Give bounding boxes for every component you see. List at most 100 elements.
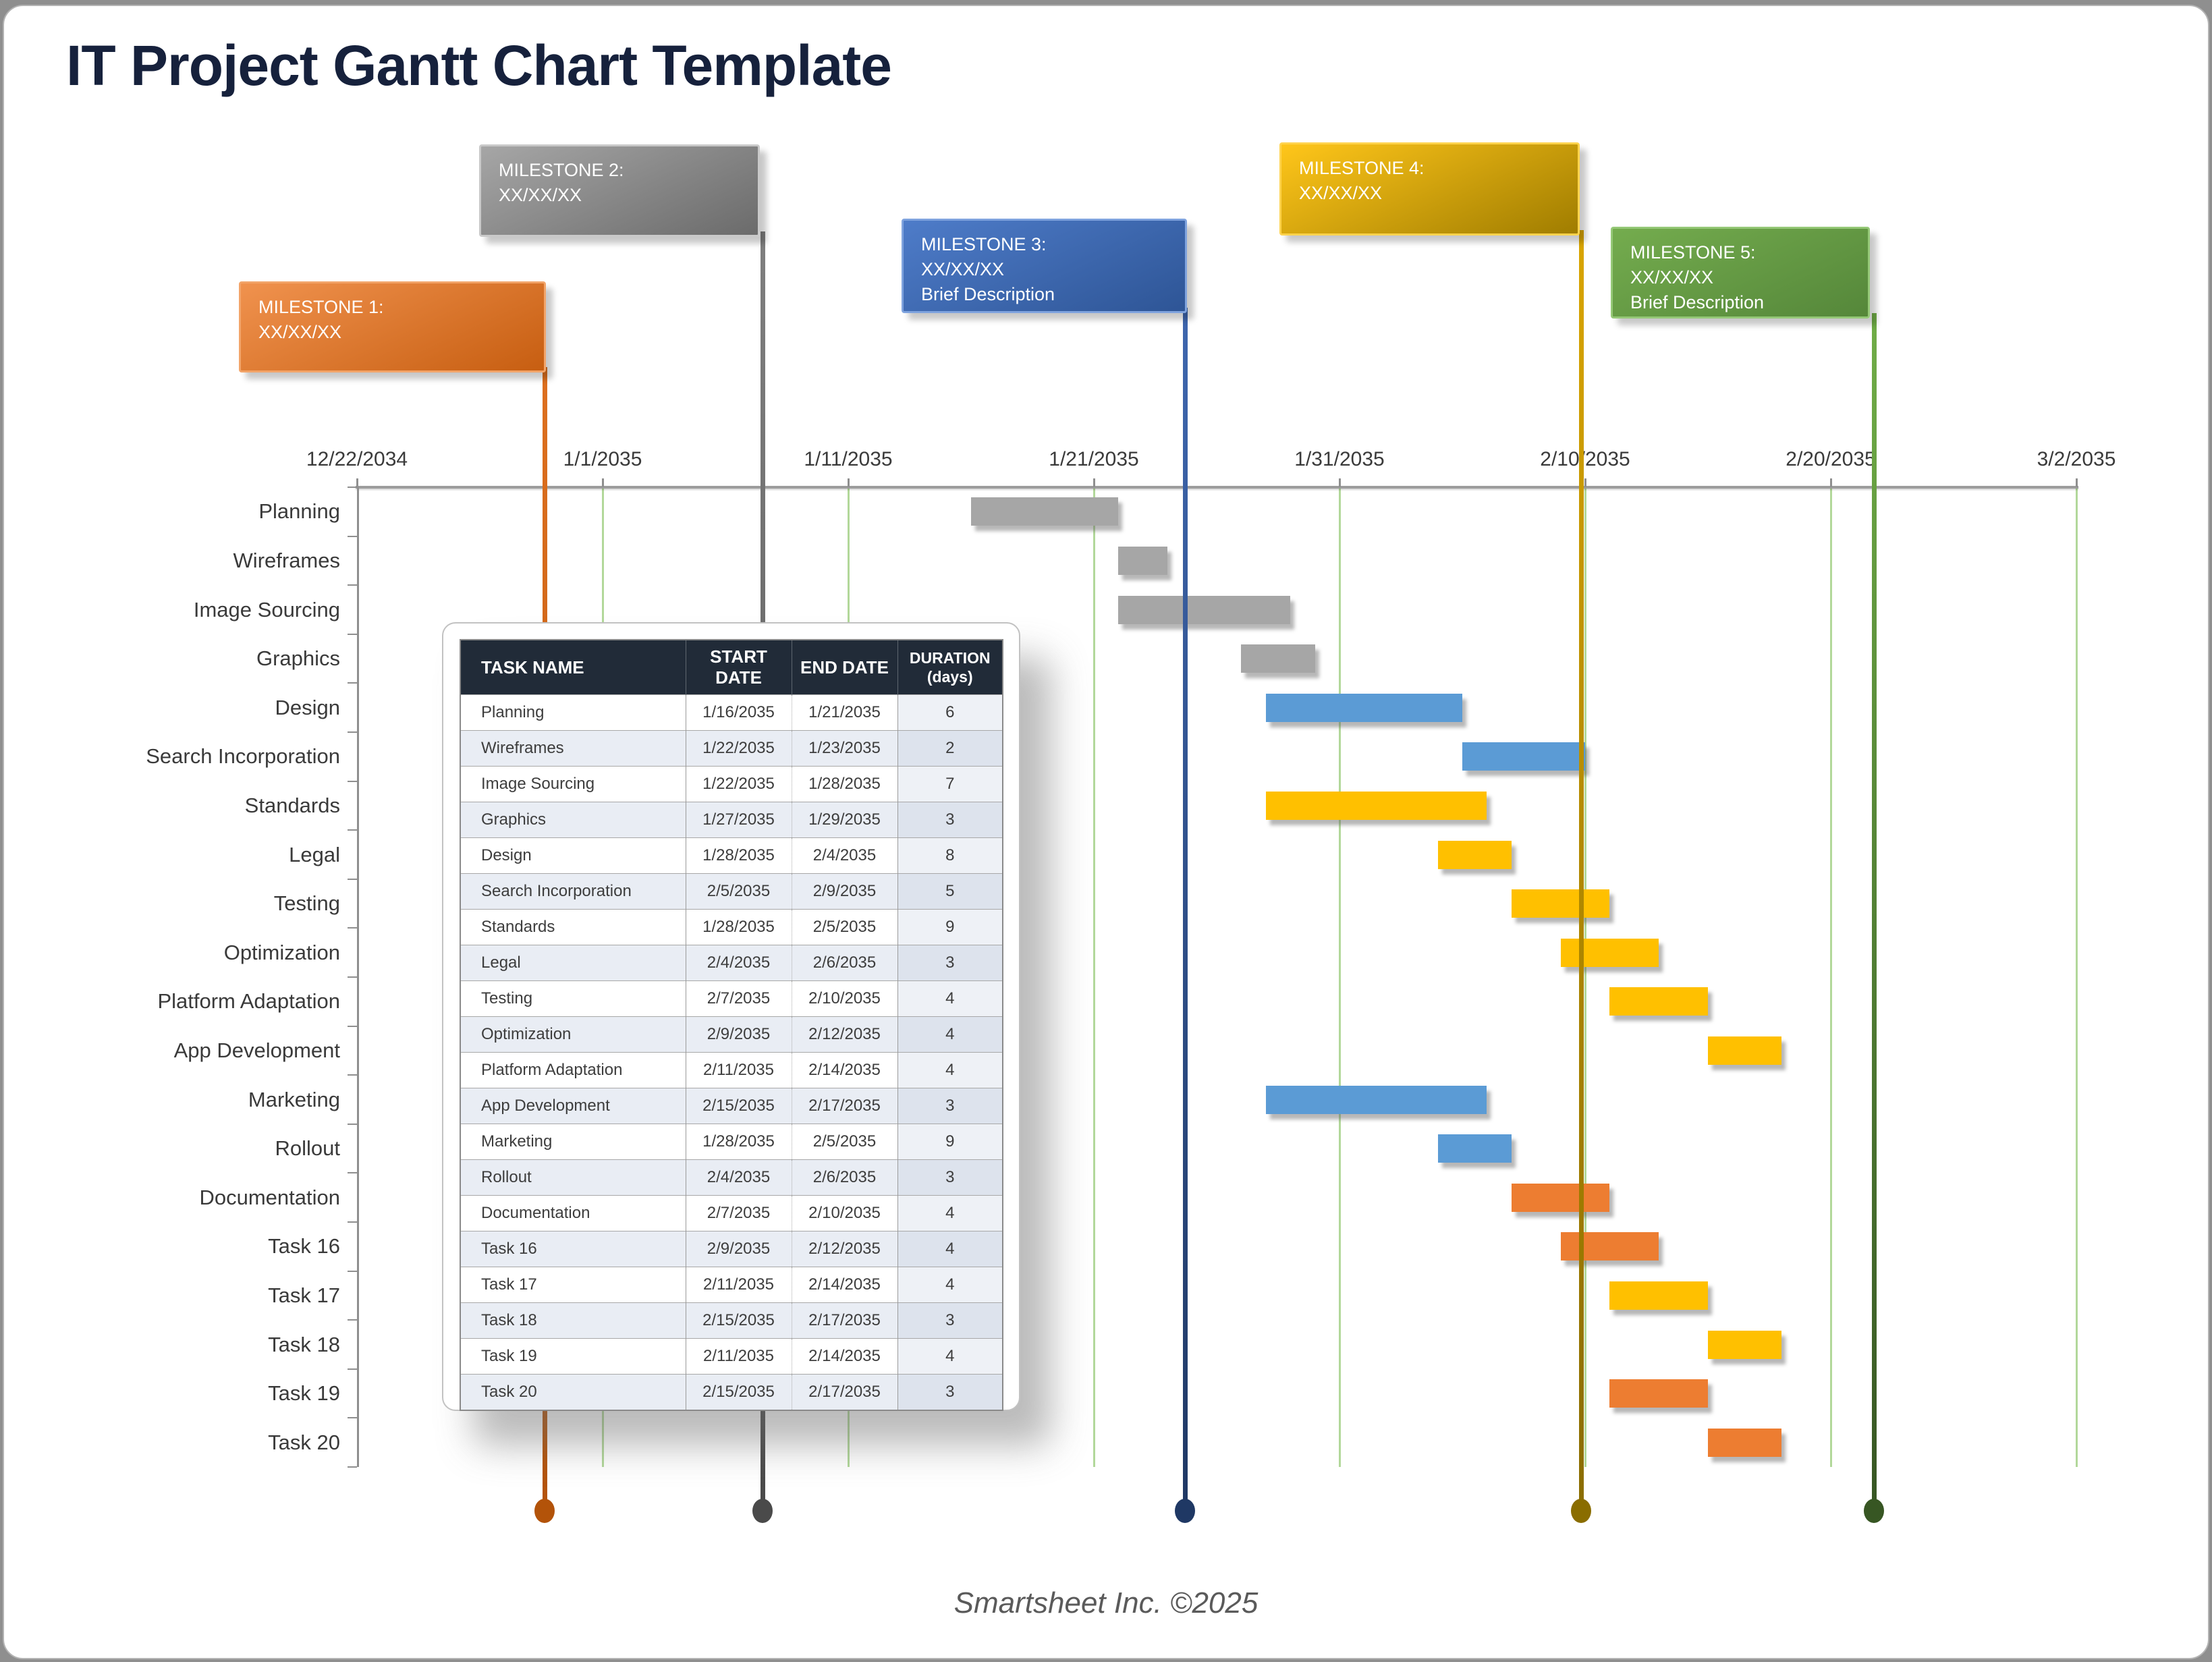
milestone-flag-description: Brief Description [921,284,1055,304]
task-name-cell: App Development [460,1088,686,1124]
task-name-cell: Rollout [460,1159,686,1196]
row-tick [348,1466,357,1468]
task-name-cell: Design [460,837,686,874]
row-tick [348,487,357,488]
duration-cell: 4 [897,980,1003,1017]
start-date-cell: 2/4/2035 [686,1159,792,1196]
date-gridline [1093,487,1095,1467]
duration-cell: 4 [897,1052,1003,1088]
duration-cell: 2 [897,730,1003,767]
row-tick [348,1417,357,1419]
start-date-cell: 2/11/2035 [686,1052,792,1088]
start-date-cell: 2/7/2035 [686,1195,792,1231]
row-label: Task 19 [268,1381,340,1406]
task-name-cell: Wireframes [460,730,686,767]
task-name-cell: Task 17 [460,1267,686,1303]
duration-cell: 4 [897,1231,1003,1267]
gantt-bar-design [1265,693,1462,722]
gantt-bar-standards [1265,791,1487,820]
row-label: Graphics [256,646,340,671]
axis-tick [1339,478,1341,487]
row-label: Testing [273,891,340,916]
milestone-flag-date: XX/XX/XX [258,322,342,342]
timeline-axis [356,486,2078,489]
row-tick [348,1368,357,1370]
start-date-cell: 2/15/2035 [686,1374,792,1410]
end-date-cell: 2/14/2035 [792,1052,898,1088]
gantt-bar-documentation [1511,1183,1610,1212]
milestone-pole [1183,308,1188,1511]
start-date-cell: 2/11/2035 [686,1267,792,1303]
axis-tick [2076,478,2078,487]
end-date-cell: 2/4/2035 [792,837,898,874]
start-date-cell: 2/9/2035 [686,1016,792,1053]
row-label: Standards [244,793,340,817]
end-date-cell: 2/12/2035 [792,1016,898,1053]
start-date-cell: 1/27/2035 [686,802,792,838]
end-date-cell: 2/6/2035 [792,945,898,981]
task-name-cell: Task 18 [460,1302,686,1339]
milestone-dot [1175,1499,1195,1523]
duration-cell: 3 [897,1088,1003,1124]
row-tick [348,1221,357,1223]
end-date-cell: 2/9/2035 [792,873,898,910]
axis-tick [1093,478,1095,487]
duration-cell: 4 [897,1267,1003,1303]
row-label: Optimization [223,940,340,964]
end-date-cell: 1/29/2035 [792,802,898,838]
row-label: Task 20 [268,1430,340,1454]
duration-cell: 3 [897,1159,1003,1196]
gantt-bar-task-20 [1708,1428,1782,1457]
milestone-flag-2: MILESTONE 2: XX/XX/XX [479,144,760,237]
milestone-flag-label: MILESTONE 2: [499,160,624,180]
row-tick [348,682,357,684]
axis-date-label: 1/11/2035 [804,448,893,470]
row-tick [348,878,357,880]
start-date-cell: 1/28/2035 [686,837,792,874]
task-name-cell: Search Incorporation [460,873,686,910]
gantt-bar-platform-adaptation [1609,987,1708,1016]
milestone-flag-date: XX/XX/XX [499,185,582,205]
start-date-cell: 1/22/2035 [686,730,792,767]
row-tick [348,731,357,733]
row-tick [348,1319,357,1321]
row-tick [348,1172,357,1174]
gantt-bar-task-17 [1609,1281,1708,1310]
axis-tick [848,478,850,487]
milestone-flag-date: XX/XX/XX [1630,267,1714,287]
gantt-bar-task-19 [1609,1379,1708,1408]
milestone-dot [1571,1499,1591,1523]
end-date-cell: 2/10/2035 [792,1195,898,1231]
date-gridline [1830,487,1832,1467]
row-tick [348,976,357,978]
column-header: DURATION (days) [897,640,1003,695]
end-date-cell: 1/21/2035 [792,694,898,731]
axis-date-label: 2/20/2035 [1786,448,1876,470]
milestone-dot [534,1499,555,1523]
milestone-pole [1872,313,1877,1511]
axis-date-label: 12/22/2034 [306,448,408,470]
column-header: TASK NAME [460,640,686,695]
start-date-cell: 2/9/2035 [686,1231,792,1267]
gantt-bar-legal [1437,840,1512,869]
duration-cell: 3 [897,1374,1003,1410]
gantt-bar-app-development [1708,1036,1782,1065]
row-tick [348,1270,357,1272]
row-axis [357,487,359,1467]
milestone-flag-label: MILESTONE 4: [1299,158,1425,178]
